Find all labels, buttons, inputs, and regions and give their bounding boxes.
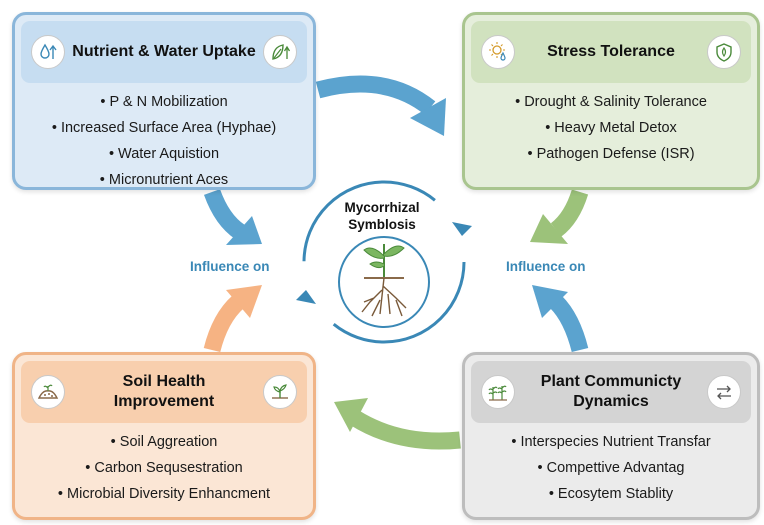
card-title: Plant Communicty Dynamics [540, 373, 682, 410]
card-items: P & N Mobilization Increased Surface Are… [21, 89, 307, 193]
card-header: Plant Communicty Dynamics [471, 361, 751, 423]
arrow-nutrient-to-stress-head [410, 98, 446, 136]
arrow-plant-to-center-head [532, 285, 568, 318]
list-item: Increased Surface Area (Hyphae) [21, 115, 307, 141]
card-items: Interspecies Nutrient Transfar Compettiv… [471, 429, 751, 507]
nutrient-water-uptake-card: Nutrient & Water Uptake P & N Mobilizati… [12, 12, 316, 190]
list-item: Pathogen Defense (ISR) [471, 141, 751, 167]
list-item: Carbon Sequsestration [21, 455, 307, 481]
arrow-nutrient-to-center-head [226, 216, 262, 245]
card-header: Stress Tolerance [471, 21, 751, 83]
soil-health-improvement-card: Soil Health Improvement Soil Aggreation … [12, 352, 316, 520]
plant-roots-icon [361, 244, 407, 317]
plant-community-dynamics-card: Plant Communicty Dynamics Interspecies N… [462, 352, 760, 520]
list-item: Micronutrient Aces [21, 167, 307, 193]
list-item: Microbial Diversity Enhancment [21, 481, 307, 507]
arrow-plant-to-soil-head [334, 398, 368, 432]
shield-leaf-icon [707, 35, 741, 69]
plants-icon [481, 375, 515, 409]
center-ring-arrowhead-bottom [296, 290, 316, 304]
card-header: Nutrient & Water Uptake [21, 21, 307, 83]
arrow-stress-to-center [550, 189, 589, 237]
list-item: Drought & Salinity Tolerance [471, 89, 751, 115]
card-items: Soil Aggreation Carbon Sequsestration Mi… [21, 429, 307, 507]
influence-label-right: Influence on [506, 259, 586, 274]
sun-drop-icon [481, 35, 515, 69]
leaf-arrow-icon [263, 35, 297, 69]
arrow-nutrient-to-stress [315, 75, 436, 115]
arrow-stress-to-center-head [530, 214, 568, 244]
water-drop-arrow-icon [31, 35, 65, 69]
center-ring-outer [302, 180, 466, 344]
exchange-arrows-icon [707, 375, 741, 409]
sprout-icon [263, 375, 297, 409]
card-header: Soil Health Improvement [21, 361, 307, 423]
card-title: Nutrient & Water Uptake [72, 43, 256, 60]
card-title: Stress Tolerance [547, 43, 675, 60]
symbiosis-title-line1: Mycorrhizal [344, 200, 420, 215]
symbiosis-title: Mycorrhizal Symblosis [318, 199, 446, 233]
list-item: Ecosytem Stablity [471, 481, 751, 507]
arrow-plant-to-center [549, 295, 589, 353]
card-items: Drought & Salinity Tolerance Heavy Metal… [471, 89, 751, 167]
list-item: Water Aquistion [21, 141, 307, 167]
list-item: Soil Aggreation [21, 429, 307, 455]
list-item: Interspecies Nutrient Transfar [471, 429, 751, 455]
list-item: Heavy Metal Detox [471, 115, 751, 141]
card-title: Soil Health Improvement [113, 373, 215, 410]
arrow-nutrient-to-center [203, 188, 246, 240]
arrow-plant-to-soil [350, 410, 461, 450]
stress-tolerance-card: Stress Tolerance Drought & Salinity Tole… [462, 12, 760, 190]
list-item: P & N Mobilization [21, 89, 307, 115]
arrow-soil-to-center [203, 295, 244, 353]
arrow-soil-to-center-head [226, 285, 262, 318]
soil-mound-icon [31, 375, 65, 409]
influence-label-left: Influence on [190, 259, 270, 274]
symbiosis-title-line2: Symblosis [348, 217, 416, 232]
list-item: Compettive Advantag [471, 455, 751, 481]
center-ring-arrowhead-top [452, 222, 472, 236]
